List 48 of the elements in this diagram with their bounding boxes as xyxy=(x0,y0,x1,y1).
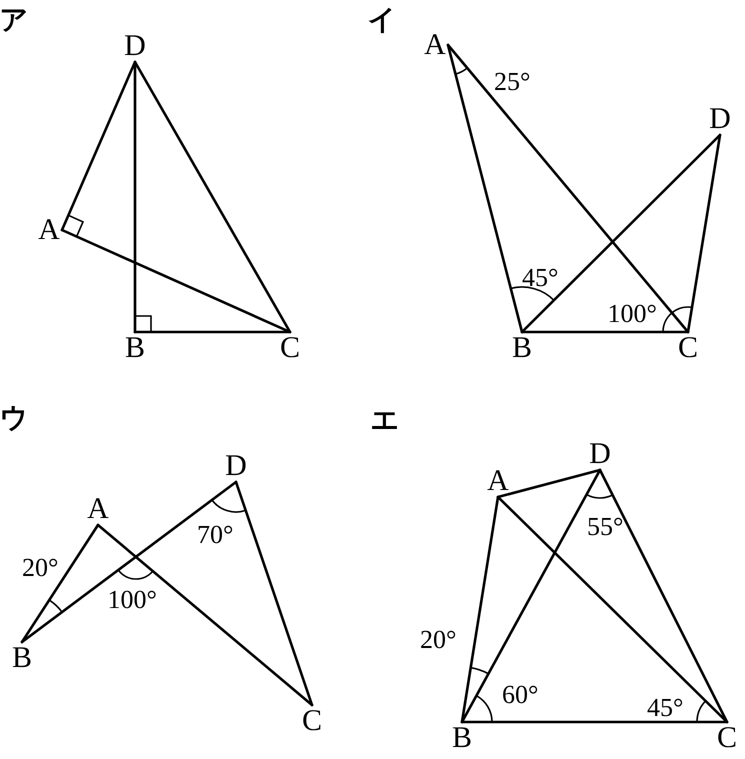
vertex-label: A xyxy=(422,29,448,61)
line-segment xyxy=(60,60,136,232)
line-segment xyxy=(520,134,722,334)
vertex-label: C xyxy=(299,705,325,737)
line-segment xyxy=(496,468,602,498)
line-segment xyxy=(446,44,524,334)
vertex-label: A xyxy=(485,465,511,497)
vertex-label: D xyxy=(587,438,613,470)
angle-label: 70° xyxy=(197,521,234,549)
vertex-label: C xyxy=(675,332,701,364)
vertex-label: C xyxy=(277,332,303,364)
vertex-label: C xyxy=(714,722,740,754)
line-segment xyxy=(460,496,500,724)
panel-label: イ xyxy=(368,6,396,34)
vertex-label: D xyxy=(223,450,249,482)
vertex-label: B xyxy=(449,722,475,754)
line-segment xyxy=(96,524,314,706)
panel-label: ア xyxy=(0,6,28,34)
vertex-label: D xyxy=(707,103,733,135)
angle-label: 45° xyxy=(647,694,684,722)
angle-label: 100° xyxy=(108,586,157,614)
vertex-label: A xyxy=(36,214,62,246)
line-segment xyxy=(134,60,292,334)
line-segment xyxy=(20,524,100,644)
vertex-label: B xyxy=(509,332,535,364)
line-segment xyxy=(446,44,690,334)
angle-label: 25° xyxy=(494,68,530,96)
line-segment xyxy=(460,720,728,724)
line-segment xyxy=(520,330,690,334)
line-segment xyxy=(134,330,292,334)
line-segment xyxy=(20,480,238,644)
angle-label: 20° xyxy=(22,554,58,582)
line-segment xyxy=(460,468,602,724)
line-segment xyxy=(60,228,292,334)
angle-label: 45° xyxy=(522,264,558,292)
angle-label: 60° xyxy=(502,681,538,709)
panel-label: エ xyxy=(370,406,400,434)
vertex-label: B xyxy=(9,642,35,674)
angle-label: 100° xyxy=(608,300,657,328)
angle-label: 55° xyxy=(587,513,624,541)
line-segment xyxy=(598,468,728,724)
line-segment xyxy=(234,480,314,706)
line-segment xyxy=(686,134,722,334)
vertex-label: B xyxy=(122,332,148,364)
panel-label: ウ xyxy=(0,404,28,432)
vertex-label: A xyxy=(85,493,111,525)
vertex-label: D xyxy=(122,30,148,62)
angle-label: 20° xyxy=(420,626,456,654)
